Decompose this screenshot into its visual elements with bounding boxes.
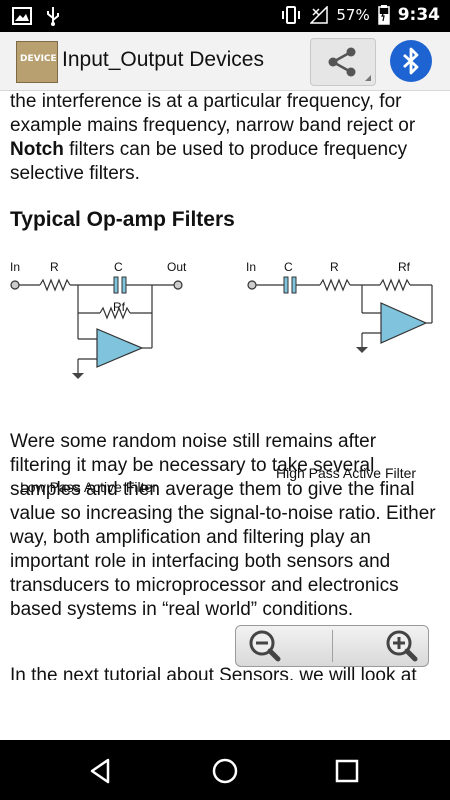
vibrate-icon xyxy=(282,6,301,24)
battery-level: 57% xyxy=(336,6,370,24)
body-paragraph: Were some random noise still remains aft… xyxy=(10,431,436,620)
zoom-out-icon xyxy=(249,630,281,662)
battery-icon xyxy=(377,5,390,25)
app-icon: DEVICE xyxy=(16,41,58,83)
lp-r-label: R xyxy=(50,260,59,274)
hp-ground xyxy=(356,347,368,353)
lp-in-label: In xyxy=(10,260,20,274)
home-button[interactable] xyxy=(210,756,240,786)
intro-text-1: the interference is at a particular freq… xyxy=(10,91,416,136)
usb-icon xyxy=(47,7,59,26)
intro-bold: Notch xyxy=(10,139,64,160)
section-heading: Typical Op-amp Filters xyxy=(10,208,235,231)
intro-paragraph: the interference is at a particular freq… xyxy=(10,90,440,186)
recents-icon xyxy=(335,759,359,783)
navigation-bar xyxy=(0,740,450,800)
zoom-in-button[interactable] xyxy=(333,626,429,666)
home-icon xyxy=(212,758,238,784)
hp-opamp xyxy=(380,302,428,344)
high-pass-caption: High Pass Active Filter xyxy=(276,465,417,481)
app-title: Input_Output Devices xyxy=(62,48,264,71)
intro-text-2: filters can be used to produce frequency… xyxy=(10,139,408,184)
app-icon-label: DEVICE xyxy=(20,54,57,64)
back-icon xyxy=(90,758,110,784)
lp-opamp xyxy=(96,328,144,368)
lp-out-label: Out xyxy=(167,260,187,274)
no-signal-icon xyxy=(310,6,329,24)
low-pass-circuit: In R C Out Rf A − + xyxy=(0,255,210,495)
lp-rf-label: Rf xyxy=(113,300,126,314)
hp-c-label: C xyxy=(284,260,293,274)
hp-r-label: R xyxy=(330,260,339,274)
share-button[interactable] xyxy=(310,38,376,86)
status-bar: 57% 9:34 xyxy=(0,0,450,32)
back-button[interactable] xyxy=(86,756,116,786)
zoom-in-icon xyxy=(386,630,418,662)
share-icon xyxy=(328,47,371,81)
low-pass-diagram: In R C Out Rf A − + xyxy=(10,260,187,379)
next-tutorial-text: In the next tutorial about Sensors, we w… xyxy=(10,665,417,680)
clock: 9:34 xyxy=(397,5,440,25)
lp-c-label: C xyxy=(114,260,123,274)
high-pass-circuit: In C R Rf A − + xyxy=(240,255,450,481)
zoom-out-button[interactable] xyxy=(236,626,332,666)
bluetooth-icon xyxy=(403,47,419,75)
recents-button[interactable] xyxy=(332,756,362,786)
article-content[interactable]: the interference is at a particular freq… xyxy=(0,90,450,680)
app-bar: DEVICE Input_Output Devices xyxy=(0,32,450,91)
bluetooth-button[interactable] xyxy=(390,40,432,82)
low-pass-caption: Low Pass Active Filter xyxy=(20,479,157,495)
zoom-divider xyxy=(332,630,333,662)
image-icon xyxy=(12,7,32,25)
hp-in-label: In xyxy=(246,260,256,274)
high-pass-diagram: In C R Rf A − + xyxy=(246,260,433,353)
hp-rf-label: Rf xyxy=(398,260,411,274)
zoom-controls xyxy=(235,625,429,667)
lp-ground xyxy=(72,373,84,379)
